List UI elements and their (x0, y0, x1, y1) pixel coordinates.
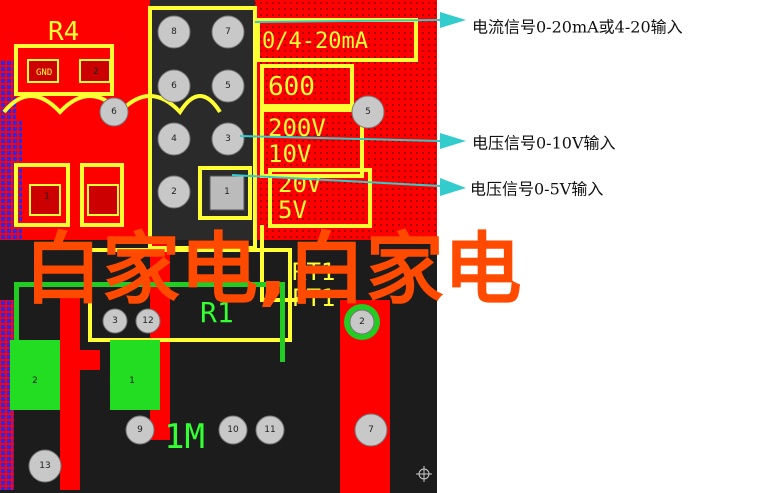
designator-r4: R4 (48, 17, 79, 47)
pad-number-11: 3 (112, 316, 118, 326)
pad-number-5: 6 (171, 81, 177, 91)
designator-r1: R1 (200, 296, 234, 329)
pad-number-7: 3 (225, 134, 231, 144)
designator-1m: 1M (164, 417, 205, 457)
pad-13 (349, 309, 375, 335)
pad-number-9: 1 (224, 187, 230, 197)
pad-1 (157, 15, 191, 49)
pad-number-16: 11 (264, 425, 275, 435)
pad-10 (351, 95, 385, 129)
pad-number-22: 1 (129, 376, 135, 386)
annotation-voltage-10v-input: 电压信号0-10V输入 (472, 134, 616, 153)
annotation-arrows (231, 12, 466, 196)
pad-5 (157, 69, 191, 103)
pad-3 (99, 97, 129, 127)
pad-number-21: 2 (32, 376, 38, 386)
annotation-voltage-5v-input: 电压信号0-5V输入 (470, 180, 603, 199)
pad-number-1: 8 (171, 27, 177, 37)
pad-number-15: 10 (227, 425, 239, 435)
annotation-current-input: 电流信号0-20mA或4-20输入 (472, 18, 683, 37)
pad-15 (218, 415, 248, 445)
silk-range-current: 0/4-20mA (262, 29, 368, 54)
silk-value-600: 600 (268, 72, 315, 102)
pad-17 (354, 413, 388, 447)
pad-number-4: 5 (225, 81, 231, 91)
pad-label-gnd: GND (36, 68, 52, 78)
watermark-text: 白家电,白家电 (24, 225, 522, 315)
pad-7 (211, 122, 245, 156)
pad-18 (28, 449, 62, 483)
silk-value-5v: 5V (278, 196, 307, 224)
copper-trace-left-vert (60, 290, 80, 490)
pad-number-3: 6 (111, 107, 117, 117)
pad-number-20: 2 (93, 67, 99, 77)
pad-12 (135, 308, 161, 334)
pad-11 (102, 308, 128, 334)
blue-mesh-bottom-left (0, 60, 16, 120)
silk-value-pt1: PT1 (292, 284, 335, 312)
pad-16 (255, 415, 285, 445)
pad-number-6: 4 (171, 134, 177, 144)
pad-number-2: 7 (225, 27, 231, 37)
pad-number-17: 7 (368, 425, 374, 435)
origin-marker-icon (416, 466, 432, 482)
pad-number-14: 9 (137, 425, 143, 435)
green-traces (10, 282, 380, 410)
copper-pour-right (255, 0, 437, 260)
silk-value-20v: 20V (278, 170, 321, 198)
pad-number-18: 13 (39, 461, 50, 471)
pad-14 (125, 415, 155, 445)
silk-value-rt1: RT1 (292, 258, 335, 286)
component-pads (27, 59, 245, 216)
pad-number-8: 2 (171, 187, 177, 197)
silk-value-10v: 10V (268, 140, 311, 168)
silkscreen-outlines (2, 6, 418, 342)
pad-8 (157, 175, 191, 209)
pad-2 (211, 15, 245, 49)
pad-6 (157, 122, 191, 156)
pad-number-10: 5 (365, 107, 371, 117)
pad-number-19: 1 (44, 192, 50, 202)
pad-4 (211, 69, 245, 103)
pad-number-12: 12 (142, 316, 153, 326)
pad-number-13: 2 (359, 317, 365, 327)
